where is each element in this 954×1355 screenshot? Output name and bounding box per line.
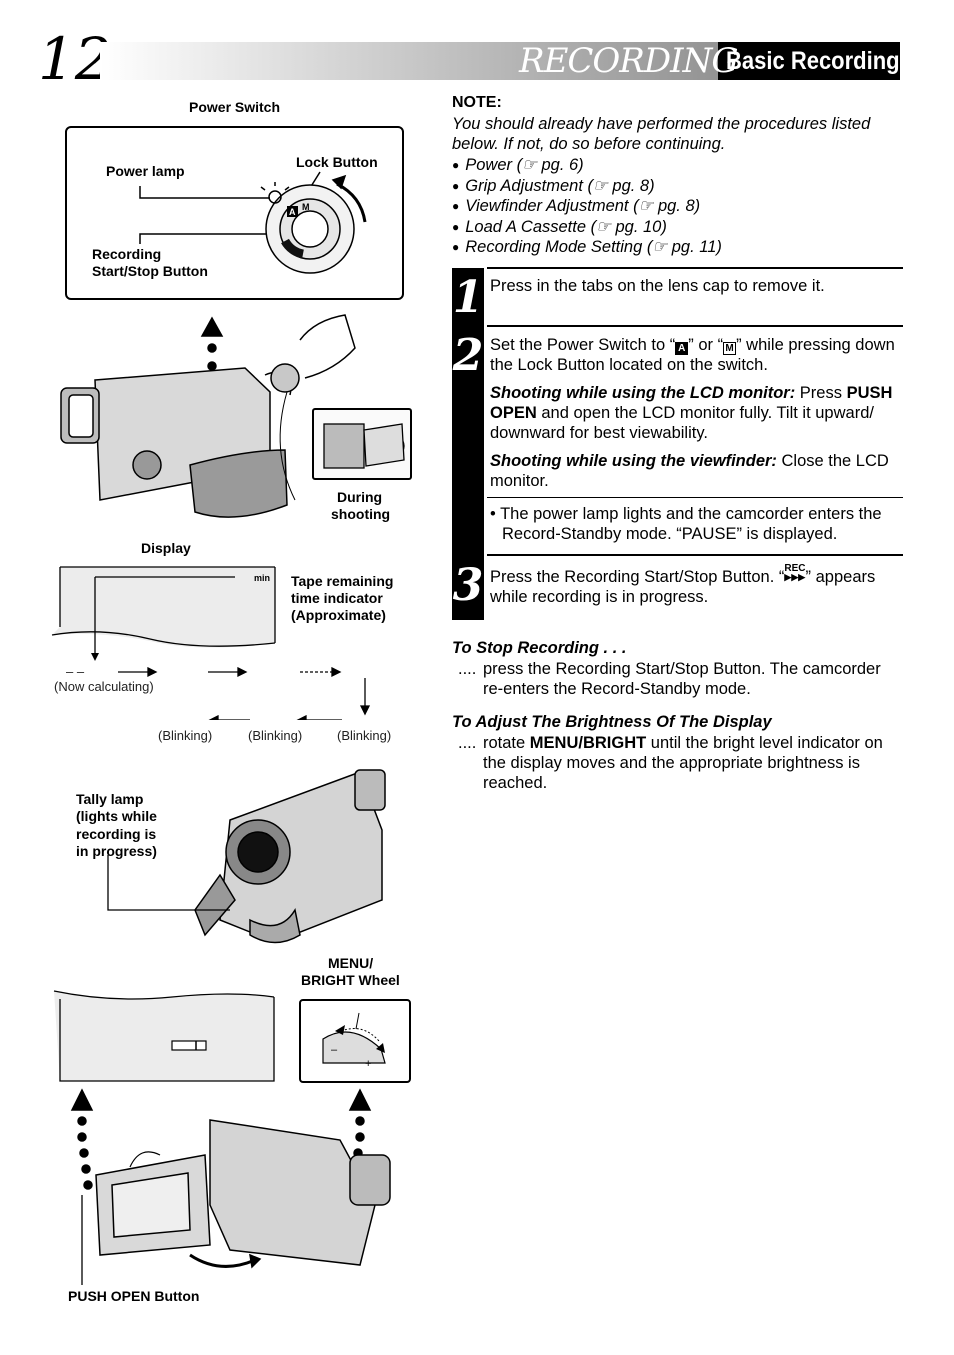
brightness-heading: To Adjust The Brightness Of The Display [452,713,772,731]
note-item-grip: Grip Adjustment (☞ pg. 8) [452,176,722,197]
wheel-minus: – [331,1044,338,1056]
tally-label-1: Tally lamp [76,791,144,807]
switch-m-mark: M [302,202,310,212]
step-3-number: 3 [452,560,484,611]
tally-label-2: (lights while [76,808,157,824]
stop-recording-text: press the Recording Start/Stop Button. T… [483,660,881,698]
tape-label-3: (Approximate) [291,607,386,623]
tape-label-1: Tape remaining [291,573,394,589]
step-2-result-bullet: • The power lamp lights and the camcorde… [490,505,882,543]
menu-label-2: BRIGHT Wheel [301,972,400,988]
note-item-power: Power (☞ pg. 6) [452,155,722,176]
push-open-label: PUSH OPEN Button [68,1288,200,1304]
camcorder-illustration-lcd-open [70,1088,391,1285]
brightness-screen-drawing [53,990,275,1082]
note-title: NOTE: [452,94,502,111]
blinking-label-3: (Blinking) [337,728,392,743]
auto-mode-icon: A [675,342,689,355]
step-3-rule [487,554,903,556]
power-switch-inset [65,126,404,300]
step-1-text: Press in the tabs on the lens cap to rem… [490,277,825,295]
step-2-text: Set the Power Switch to “A” or “M” while… [490,336,895,374]
blinking-label-2: (Blinking) [248,728,303,743]
brightness-dots: .... [458,734,477,752]
wheel-drawing: – + [322,1012,386,1070]
note-body: You should already have performed the pr… [452,115,871,153]
during-label-1: During [337,489,383,505]
during-shooting-inset [312,408,412,480]
lcd-tilt-drawing [323,423,405,469]
power-lamp-label: Power lamp [106,163,185,179]
note-list: Power (☞ pg. 6) Grip Adjustment (☞ pg. 8… [452,155,722,258]
recording-button-label-1: Recording [92,246,162,262]
power-switch-dial-drawing: A M [139,171,367,274]
step-2-sub-rule [487,497,903,498]
display-label: Display [141,540,191,556]
step-2-number: 2 [452,330,484,381]
recording-button-label-2: Start/Stop Button [92,263,208,279]
note-item-viewfinder: Viewfinder Adjustment (☞ pg. 8) [452,196,722,217]
camcorder-illustration-front [107,769,386,944]
stop-dots: .... [458,660,477,678]
tape-label-2: time indicator [291,590,383,606]
min-unit: min [254,573,270,583]
lock-button-label: Lock Button [296,154,378,170]
step-number-column [452,268,484,620]
section-title: RECORDING [519,41,739,81]
tally-label-4: in progress) [76,843,157,859]
stop-recording-heading: To Stop Recording . . . [452,639,627,657]
switch-a-mark: A [289,207,296,217]
page-number: 12 [38,25,112,93]
tally-label-3: recording is [76,826,157,842]
step-1-rule [487,267,903,269]
rec-indicator-icon: REC▶▶▶ [784,563,806,582]
menu-label-1: MENU/ [328,955,374,971]
menu-bright-wheel-inset: – + [299,999,411,1083]
note-item-cassette: Load A Cassette (☞ pg. 10) [452,217,722,238]
wheel-plus: + [365,1058,371,1070]
during-label-2: shooting [331,506,391,522]
header-black-block [718,42,900,80]
step-3-text: Press the Recording Start/Stop Button. “… [490,563,876,607]
power-switch-label: Power Switch [189,99,281,115]
manual-mode-icon: M [723,342,737,355]
now-calculating-label: (Now calculating) [54,679,154,694]
step-2-viewfinder-text: Shooting while using the viewfinder: Clo… [490,452,889,490]
note-item-recording-mode: Recording Mode Setting (☞ pg. 11) [452,237,722,258]
tape-indicator-sequence [118,666,371,720]
display-screen-drawing: min [51,566,276,661]
step-2-rule [487,325,903,327]
step-2-lcd-text: Shooting while using the LCD monitor: Pr… [490,384,893,442]
subsection-title: Basic Recording [726,47,900,75]
camcorder-illustration-top [60,314,356,518]
dash-indicator: – – [66,664,85,679]
step-1-number: 1 [452,272,484,323]
brightness-text: rotate MENU/BRIGHT until the bright leve… [483,734,883,792]
blinking-label-1: (Blinking) [158,728,213,743]
